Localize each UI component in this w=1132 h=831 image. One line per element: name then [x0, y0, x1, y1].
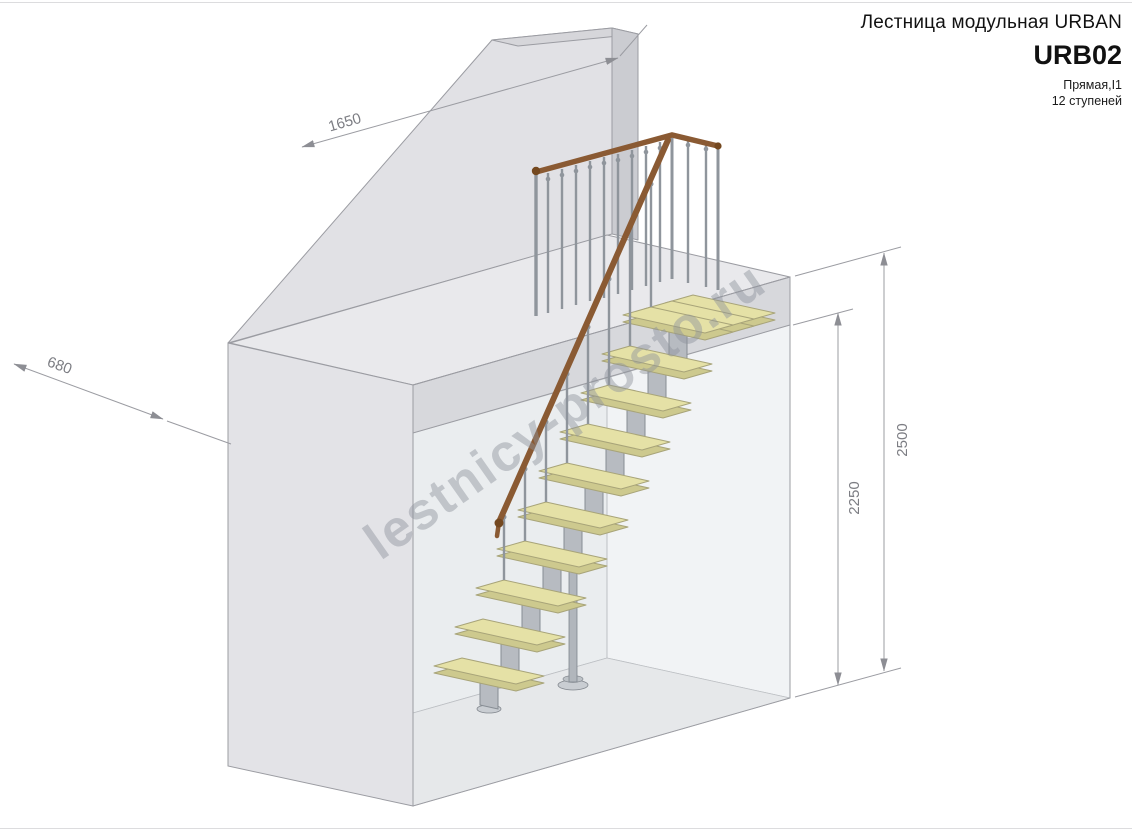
staircase [433, 132, 776, 714]
stair-tread [622, 306, 734, 334]
extension-line [166, 420, 232, 445]
extension-line [619, 24, 648, 57]
dimension-line [301, 57, 619, 148]
page-border-top [0, 2, 1132, 3]
drawing-title: Лестница модульная URBAN [860, 12, 1122, 33]
extension-line [792, 308, 854, 326]
dimension-680: 680 [13, 354, 232, 445]
stair-tread [454, 618, 566, 646]
handrail-caps [494, 142, 722, 528]
extension-line [794, 246, 902, 277]
stair-tread [517, 501, 629, 529]
baluster-ball [559, 172, 565, 178]
baluster-ball [629, 153, 635, 159]
stair-tread [580, 384, 692, 412]
extension-line [794, 667, 902, 698]
baluster-ball [615, 157, 621, 163]
dimension-line [13, 363, 164, 420]
handrail-cap [714, 142, 722, 150]
page-border-bottom [0, 828, 1132, 829]
landing-handrail [533, 132, 721, 175]
baluster-ball [573, 168, 579, 174]
stair-tread [601, 345, 713, 373]
title-block: Лестница модульная URBAN URB02 Прямая,I1… [861, 12, 1122, 110]
dimension-2250: 2250 [792, 308, 863, 686]
model-code: URB02 [1033, 40, 1122, 70]
stair-tread [433, 657, 545, 685]
baluster-ball [703, 146, 709, 152]
stair-tread [538, 462, 650, 490]
stair-type: Прямая,I1 [1063, 78, 1122, 92]
stair-tread [559, 423, 671, 451]
stair-tread [496, 540, 608, 568]
room-left-wall [227, 342, 414, 807]
handrail-cap [494, 518, 504, 528]
stair-balusters [502, 178, 653, 580]
baluster-ball [643, 149, 649, 155]
stair-tread [475, 579, 587, 607]
baluster-ball [601, 160, 607, 166]
gable-wall-side [611, 27, 639, 241]
dimension-label: 2500 [894, 423, 911, 456]
dimension-2500: 2500 [794, 246, 911, 698]
baluster-ball [587, 164, 593, 170]
stair-modules [479, 327, 688, 710]
lower-room [227, 276, 791, 807]
baluster-ball [685, 142, 691, 148]
handrail-cap [531, 166, 541, 176]
step-count: 12 ступеней [1051, 94, 1122, 109]
stair-handrail [496, 137, 671, 525]
stair-treads [433, 294, 776, 685]
baluster-ball [545, 176, 551, 182]
landing-baluster-balls [545, 142, 709, 182]
dimension-label: 2250 [846, 481, 863, 514]
dimension-label: 680 [45, 354, 74, 379]
